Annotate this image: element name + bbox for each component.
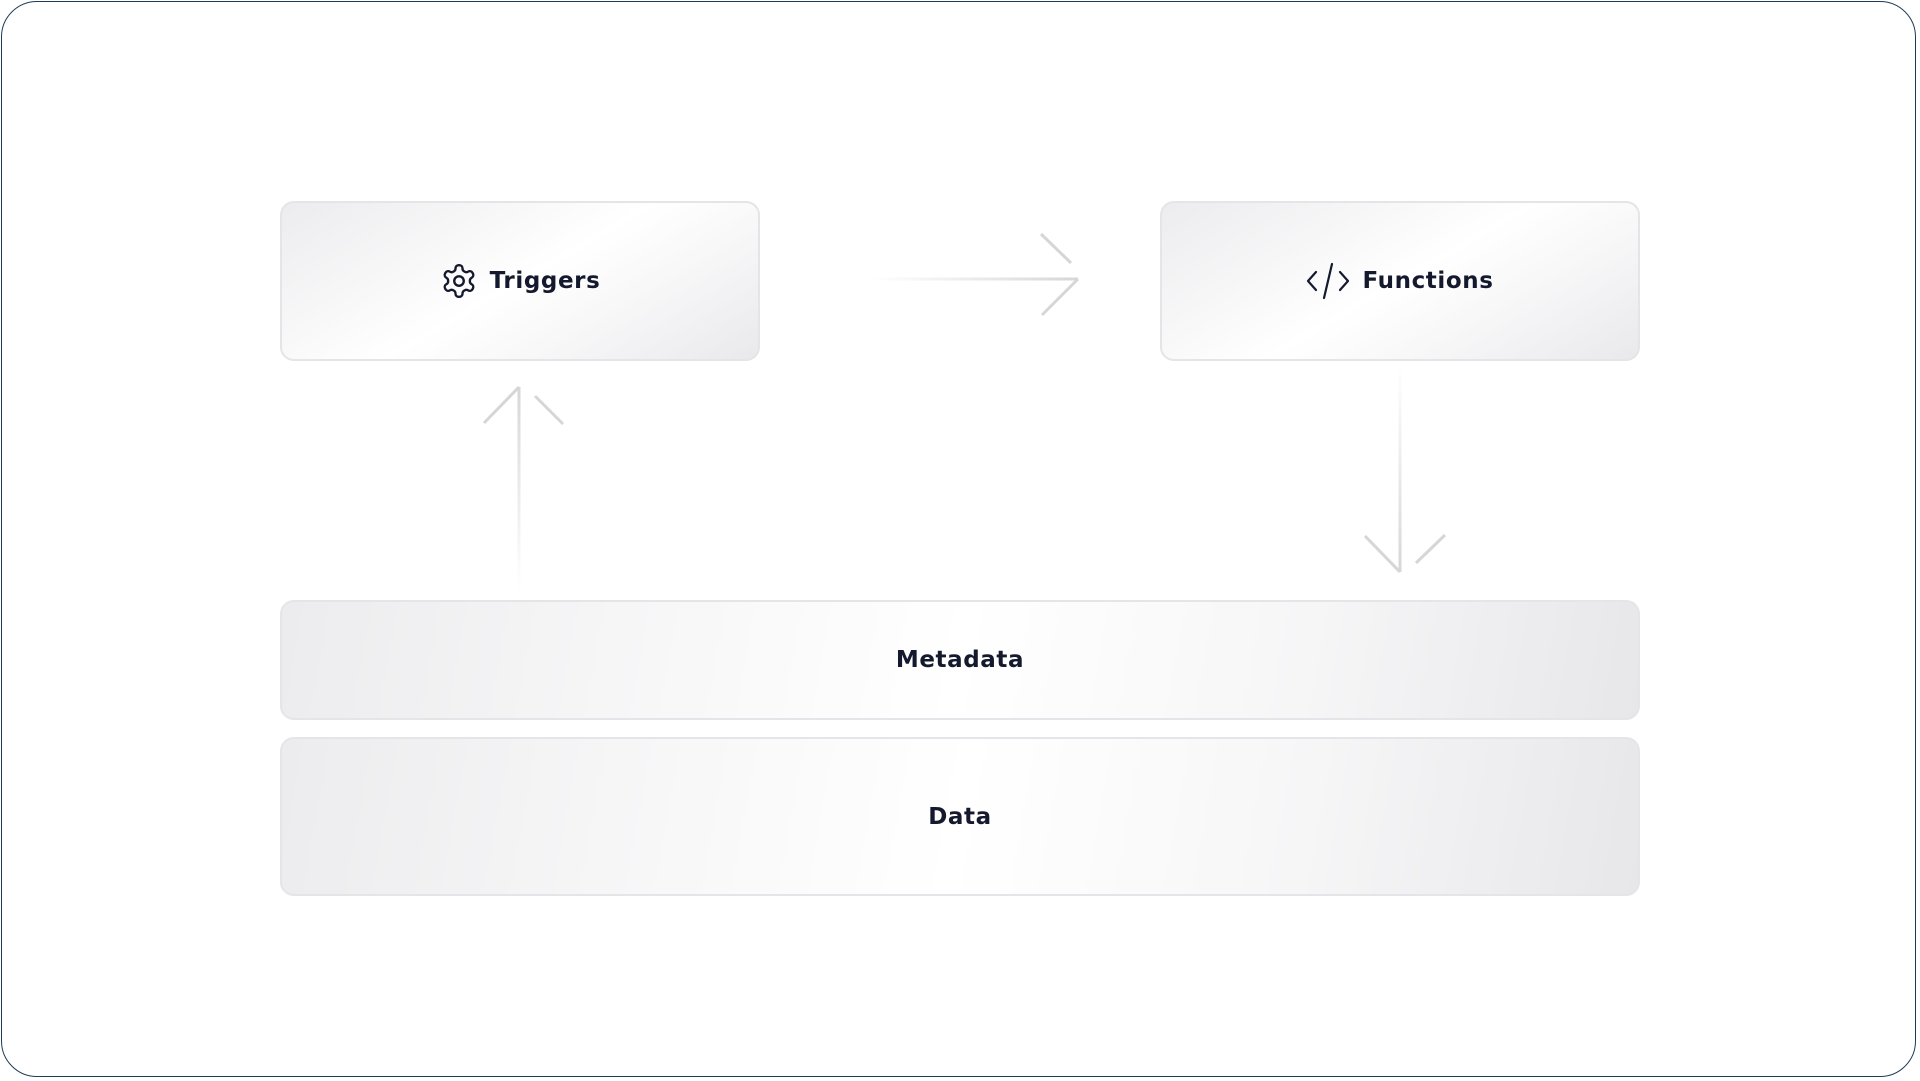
data-label: Data bbox=[928, 803, 992, 830]
functions-label: Functions bbox=[1362, 268, 1494, 294]
data-layer: Data bbox=[280, 737, 1640, 896]
code-icon bbox=[1306, 261, 1350, 301]
gear-icon bbox=[440, 262, 478, 300]
functions-node: Functions bbox=[1160, 201, 1640, 361]
metadata-label: Metadata bbox=[895, 647, 1025, 673]
metadata-layer: Metadata bbox=[280, 600, 1640, 720]
triggers-label: Triggers bbox=[489, 268, 601, 294]
triggers-node: Triggers bbox=[280, 201, 760, 361]
